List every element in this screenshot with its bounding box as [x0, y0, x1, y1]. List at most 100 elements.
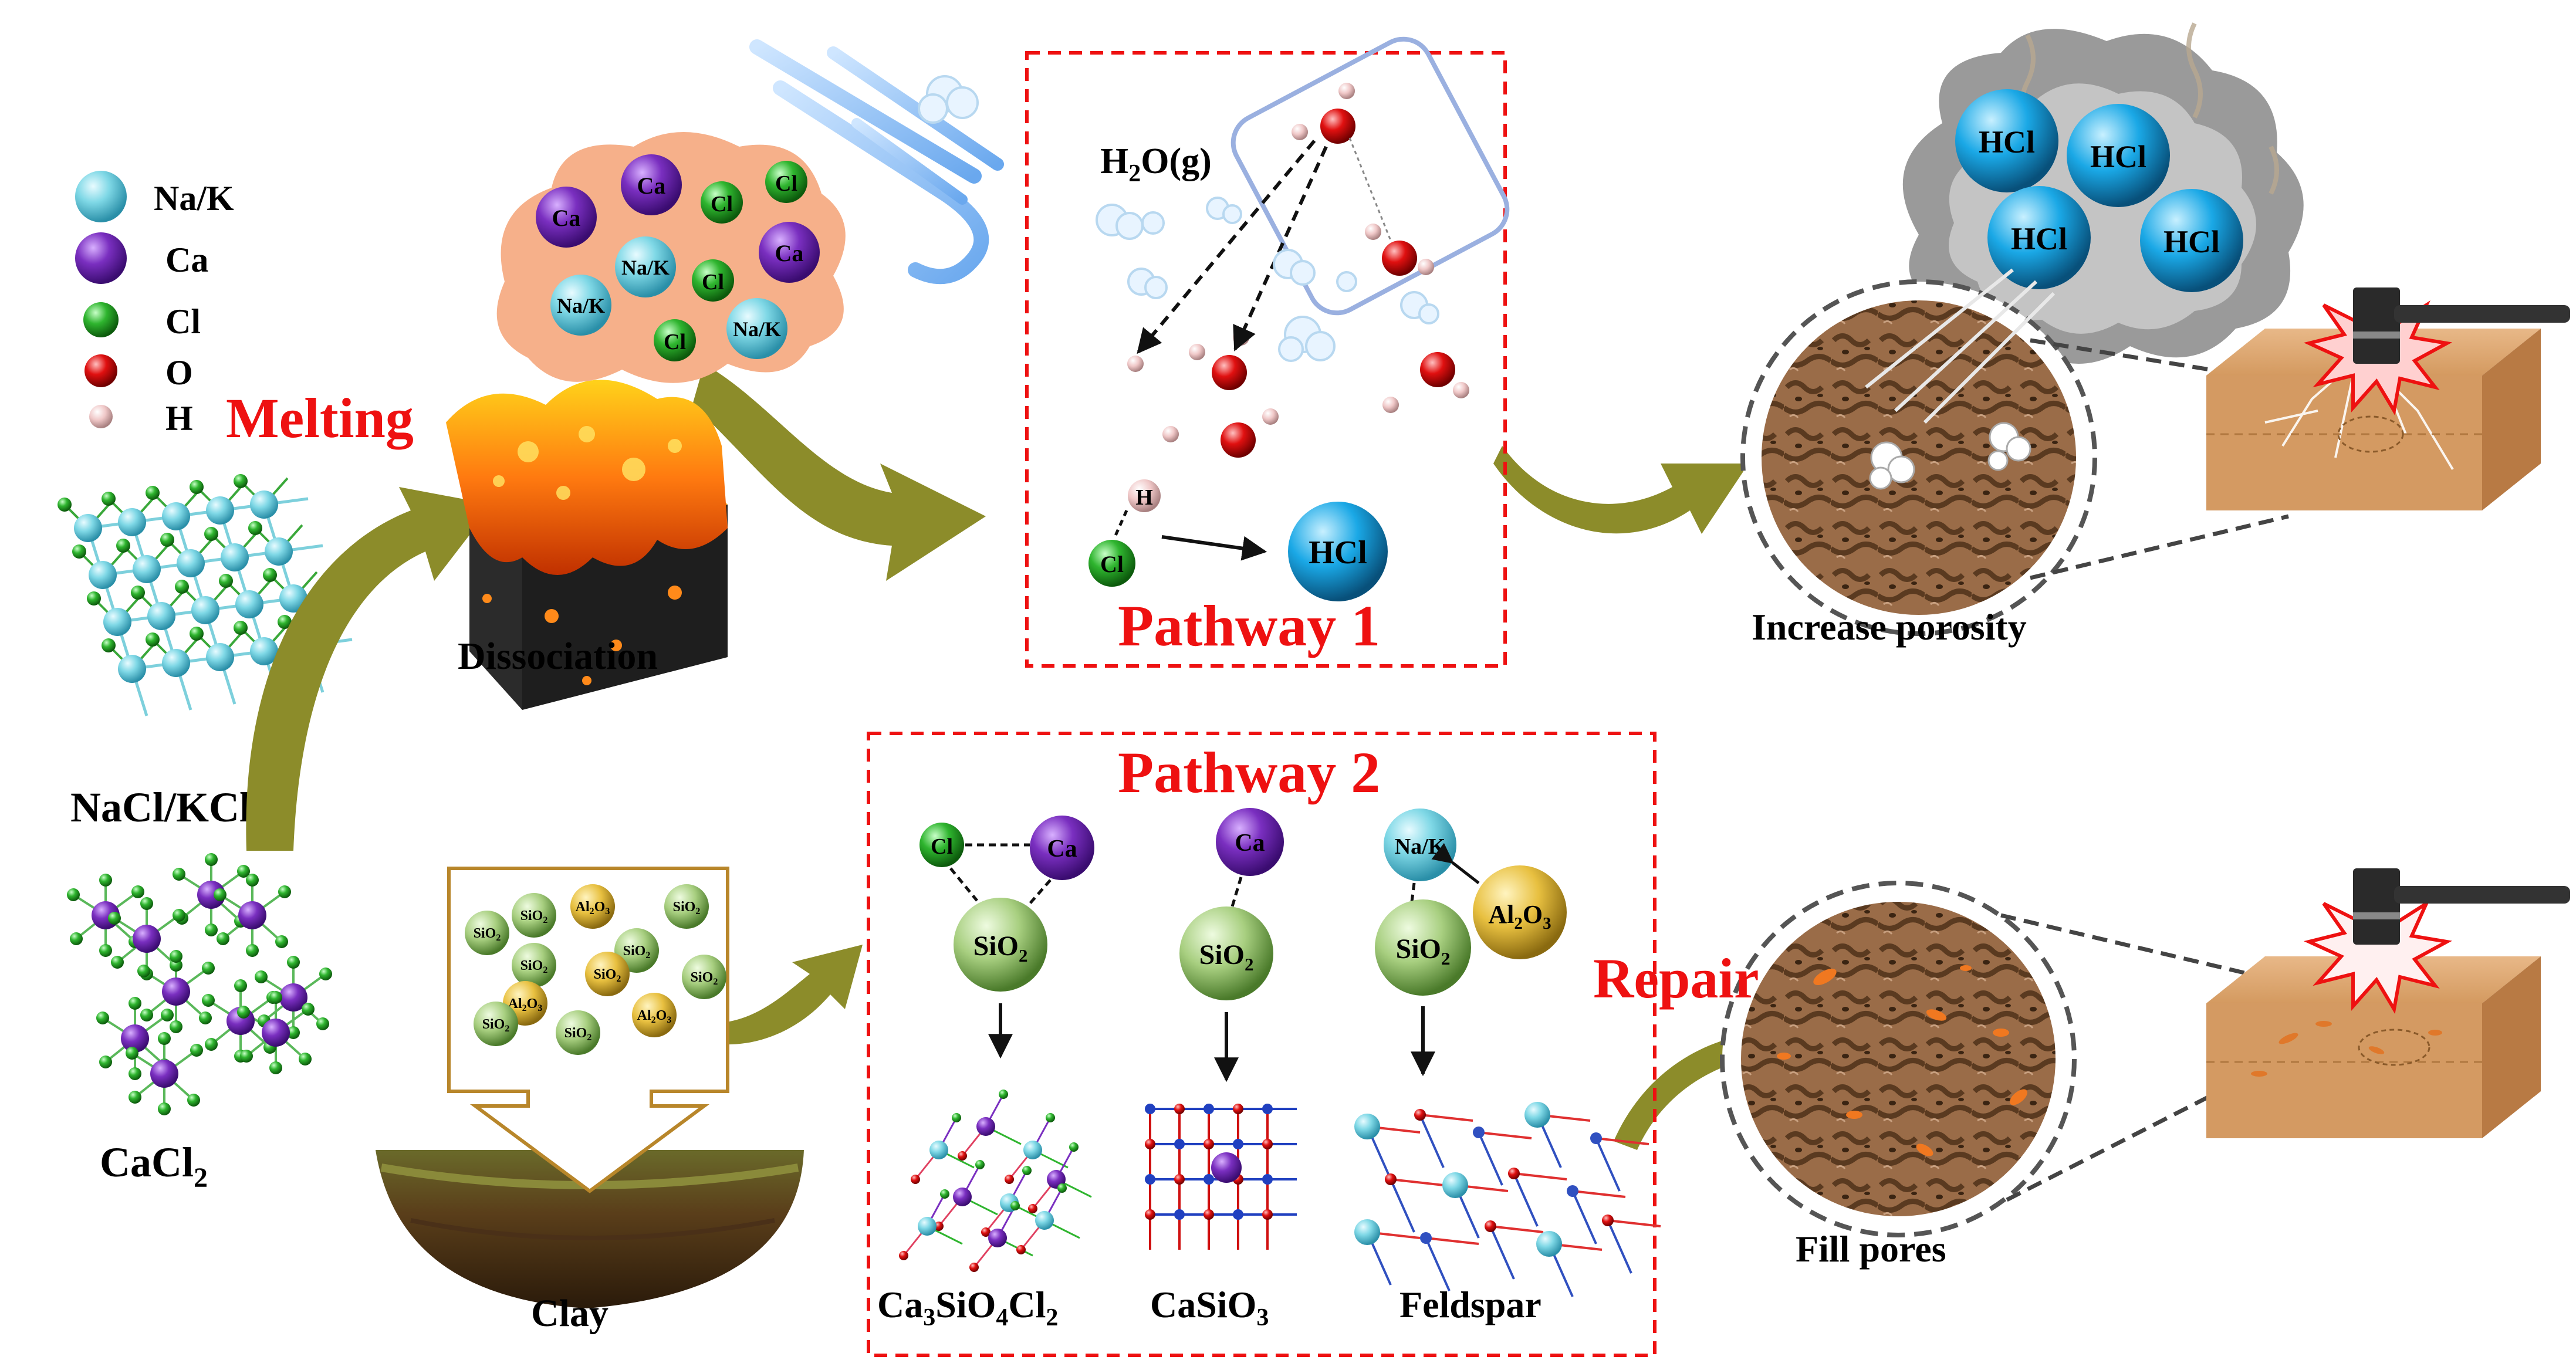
hcl-cloud-molecules: HCl HCl HCl HCl: [1955, 89, 2243, 292]
cacl2-cl-atom: [299, 1053, 312, 1065]
legend-cl-label: Cl: [165, 302, 201, 341]
cacl2-ca-atom: [121, 1024, 149, 1053]
cacl2-cl-atom: [255, 970, 268, 983]
cacl2-cl-atom: [70, 932, 83, 945]
nacl-na-atom: [206, 643, 234, 671]
clay-particle-12: Al2O3: [637, 1008, 672, 1025]
crystal-atom: [988, 1229, 1007, 1247]
cacl2-cl-atom: [131, 885, 144, 898]
casio3-atom: [1174, 1139, 1185, 1149]
clay-particle-10: SiO2: [482, 1017, 510, 1034]
product-casio3: CaSiO3: [1150, 1284, 1269, 1331]
cacl2-cl-atom: [205, 1038, 218, 1051]
nacl-cl-atom: [248, 521, 262, 535]
feldspar-atom: [1508, 1168, 1520, 1179]
nacl-cl-atom: [160, 533, 174, 547]
nacl-na-atom: [162, 649, 190, 677]
crystal-o-atom: [911, 1175, 920, 1184]
crystal-cl-atom: [975, 1160, 985, 1169]
cacl2-cl-atom: [140, 1009, 153, 1021]
cloud-cl-2: Cl: [775, 171, 797, 196]
nacl-na-atom: [89, 561, 117, 589]
cacl2-cl-atom: [278, 885, 291, 898]
nacl-na-atom: [191, 596, 219, 624]
cacl2-cl-atom: [287, 1026, 300, 1039]
nacl-cl-atom: [263, 568, 277, 582]
crystal-cl-atom: [999, 1090, 1008, 1099]
product-ca3sio4cl2: Ca3SiO4Cl2: [877, 1284, 1058, 1331]
feldspar-atom: [1485, 1220, 1496, 1232]
cacl2-cl-atom: [202, 962, 215, 975]
cloud-ca-1: Ca: [552, 205, 581, 231]
nacl-na-atom: [250, 637, 278, 665]
crystal-cl-atom: [1022, 1166, 1032, 1175]
nacl-cl-atom: [102, 492, 116, 506]
cacl2-ca-atom: [238, 901, 266, 929]
arrow-clay-to-pathway2: [689, 945, 863, 1045]
casio3-atom: [1233, 1209, 1243, 1220]
casio3-atom: [1204, 1139, 1214, 1149]
casio3-atom: [1262, 1209, 1273, 1220]
clay-particle-8: Al2O3: [508, 996, 543, 1013]
feldspar-atom: [1385, 1173, 1397, 1185]
nacl-cl-atom: [190, 480, 204, 494]
legend-na-k-atom: [75, 171, 127, 222]
casio3-crystal: [1145, 1104, 1297, 1250]
cacl2-ca-atom: [150, 1060, 178, 1088]
crystal-o-atom: [1028, 1204, 1037, 1213]
p2-col1-cl: Cl: [931, 834, 953, 859]
cacl2-cl-atom: [137, 965, 150, 977]
crystal-atom: [953, 1188, 972, 1206]
nacl-cl-atom: [234, 621, 248, 635]
crystal-atom: [976, 1117, 995, 1136]
clay-particle-2: SiO2: [520, 908, 548, 925]
cacl2-cl-atom: [205, 924, 218, 936]
p2-col3-sio2: SiO2: [1396, 933, 1451, 969]
nacl-cl-atom: [87, 591, 101, 605]
hcl-cloud-3: HCl: [2011, 221, 2067, 256]
nacl-na-atom: [103, 608, 131, 636]
fill-pores-circle: Fill pores Repair: [1593, 881, 2324, 1270]
cacl2-cl-atom: [202, 994, 215, 1007]
feldspar-atom: [1524, 1102, 1550, 1128]
crystal-atom: [1023, 1141, 1042, 1159]
casio3-atom: [1145, 1174, 1155, 1185]
increase-porosity-label: Increase porosity: [1752, 606, 2027, 648]
cacl2-cl-atom: [199, 1012, 212, 1024]
feldspar-atom: [1590, 1132, 1602, 1144]
vapor-puffs: [1096, 197, 1439, 362]
cacl2-cl-atom: [170, 1020, 182, 1033]
clay-soil-bowl: [376, 1150, 804, 1308]
legend-ca-label: Ca: [165, 241, 208, 279]
cacl2-cl-atom: [316, 1017, 329, 1030]
cloud-cl-4: Cl: [664, 330, 686, 354]
cacl2-cl-atom: [67, 888, 80, 901]
nacl-na-atom: [147, 602, 175, 630]
dissociation-label: Dissociation: [458, 635, 658, 678]
casio3-atom: [1204, 1104, 1214, 1114]
crystal-o-atom: [934, 1222, 944, 1231]
casio3-ca-atom: [1211, 1152, 1242, 1183]
crystal-o-atom: [1016, 1245, 1026, 1254]
casio3-atom: [1145, 1104, 1155, 1114]
pathway2-title: Pathway 2: [1118, 740, 1380, 805]
cacl2-label: CaCl2: [100, 1139, 208, 1193]
cacl2-cl-atom: [237, 1006, 250, 1019]
nacl-cl-atom: [190, 627, 204, 641]
nacl-cl-atom: [219, 574, 233, 588]
casio3-atom: [1174, 1174, 1185, 1185]
crystal-o-atom: [958, 1151, 967, 1161]
clay-particle-1: SiO2: [474, 926, 501, 943]
feldspar-atom: [1567, 1185, 1578, 1197]
clay-particles: SiO2 SiO2 Al2O3 SiO2 SiO2 SiO2 SiO2 Al2O…: [465, 884, 726, 1055]
nacl-na-atom: [133, 555, 161, 583]
cacl2-cl-atom: [140, 897, 153, 910]
casio3-atom: [1204, 1174, 1214, 1185]
cacl2-cl-atom: [269, 1061, 282, 1074]
hcl-cloud-1: HCl: [1979, 124, 2035, 160]
legend-na-k-label: Na/K: [154, 179, 234, 218]
casio3-atom: [1145, 1209, 1155, 1220]
cacl2-cl-atom: [129, 1091, 141, 1104]
cacl2-ca-atom: [197, 881, 225, 909]
ion-cloud-atoms: Ca Ca Ca Cl Cl Cl Cl Na/K Na/K Na/K: [536, 154, 820, 361]
